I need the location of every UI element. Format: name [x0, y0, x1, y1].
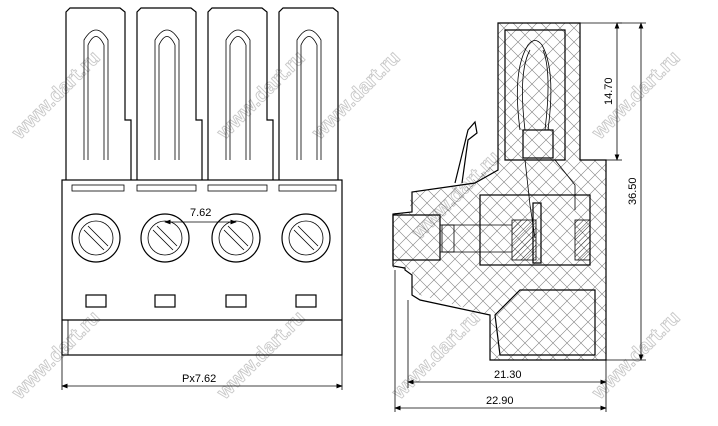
watermark: www.dart.ru [387, 307, 484, 404]
screw-3 [211, 213, 261, 263]
total-height-label: 36.50 [627, 177, 639, 205]
screw-2 [140, 213, 190, 263]
front-view: 7.62 Px7.62 [61, 7, 343, 390]
side-view: 14.70 36.50 21.30 22.90 [392, 22, 646, 412]
inner-depth-label: 21.30 [494, 369, 522, 381]
watermark: www.dart.ru [7, 47, 104, 144]
screw-1 [71, 213, 121, 263]
front-slots [71, 184, 337, 192]
watermark: www.dart.ru [587, 47, 684, 144]
watermark: www.dart.ru [307, 47, 404, 144]
watermark: www.dart.ru [212, 47, 309, 144]
finger-columns [65, 7, 339, 180]
screw-4 [281, 213, 331, 263]
front-body [61, 179, 343, 356]
socket-height-label: 14.70 [603, 77, 615, 105]
pitch-label: 7.62 [190, 207, 211, 219]
total-width-label: Px7.62 [182, 373, 216, 385]
screw-terminals [71, 213, 331, 263]
total-depth-label: 22.90 [486, 395, 514, 407]
test-openings [85, 294, 317, 308]
